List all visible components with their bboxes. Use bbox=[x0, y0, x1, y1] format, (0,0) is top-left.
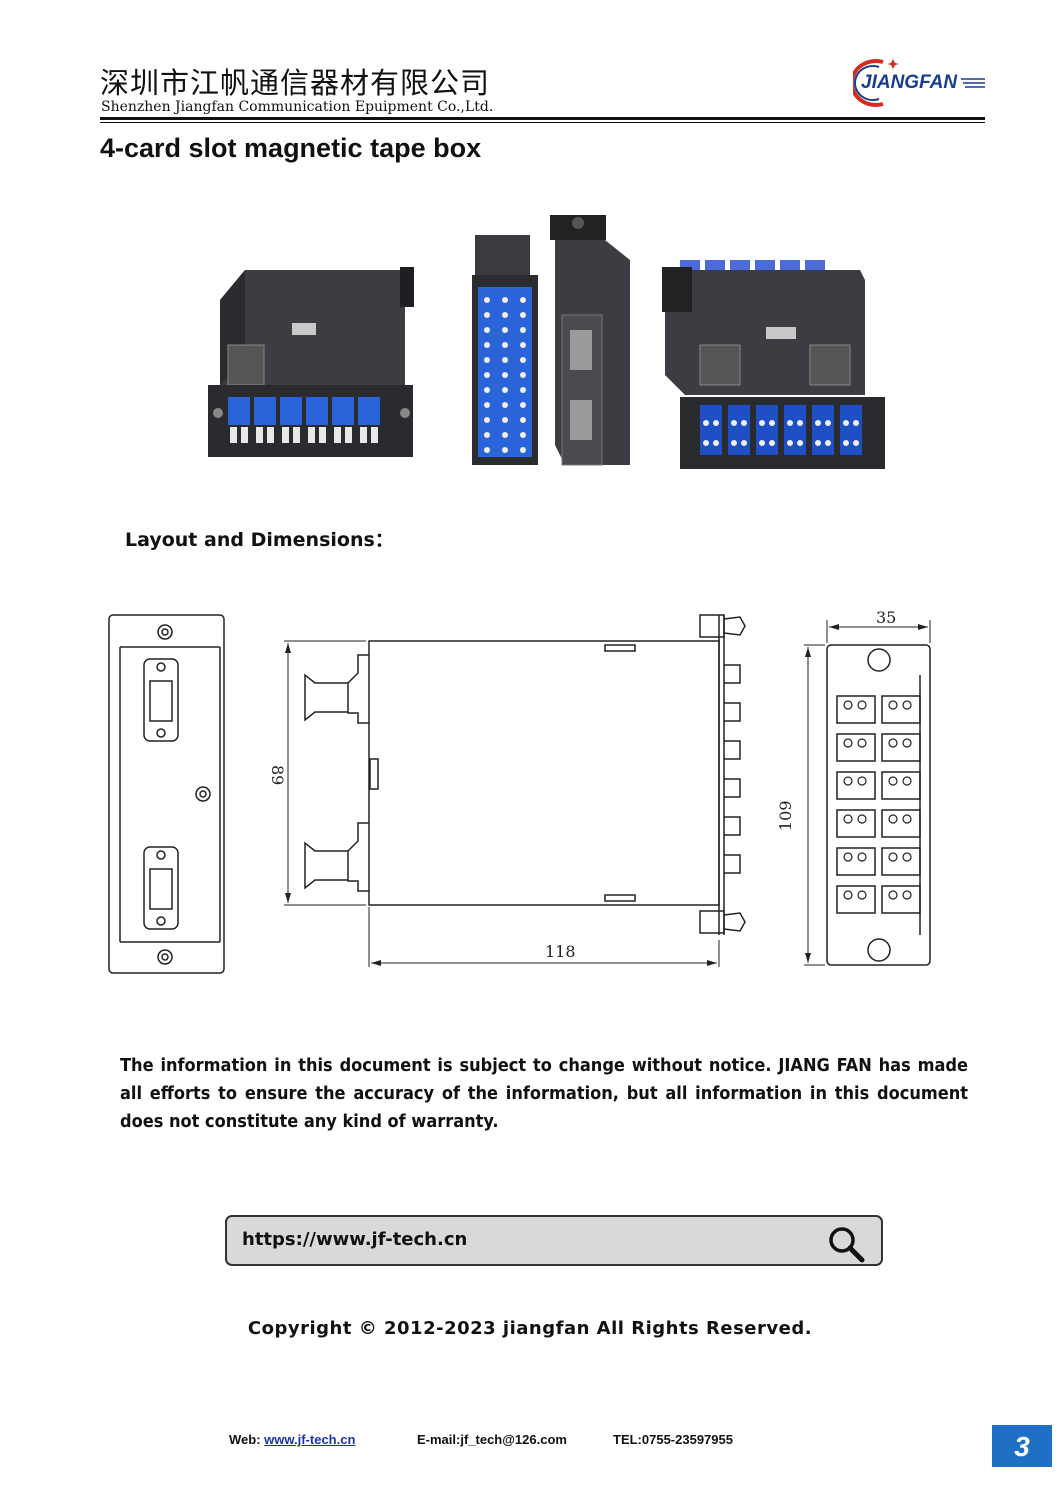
product-photos bbox=[208, 215, 885, 469]
drawing-rear-view bbox=[108, 614, 225, 974]
copyright-notice: Copyright © 2012-2023 jiangfan All Right… bbox=[247, 1318, 813, 1339]
footer-email: E-mail:jf_tech@126.com bbox=[417, 1432, 567, 1447]
footer-web-label: Web: bbox=[229, 1432, 265, 1447]
dim-side-length: 118 bbox=[545, 942, 576, 961]
header-rule bbox=[100, 117, 985, 120]
footer-web: Web: www.jf-tech.cn bbox=[229, 1432, 355, 1447]
jiangfan-logo: JIANGFAN bbox=[853, 59, 985, 107]
dim-front-height: 109 bbox=[776, 800, 795, 831]
section-heading-layout: Layout and Dimensions： bbox=[125, 529, 394, 551]
page-number-badge: 3 bbox=[992, 1425, 1052, 1467]
search-icon[interactable] bbox=[827, 1225, 865, 1263]
page-title: 4-card slot magnetic tape box bbox=[100, 133, 482, 163]
footer-tel: TEL:0755-23597955 bbox=[613, 1432, 733, 1447]
adapter-grid bbox=[484, 297, 526, 453]
logo-text: JIANGFAN bbox=[861, 72, 958, 93]
website-search-bar[interactable]: https://www.jf-tech.cn bbox=[225, 1215, 883, 1266]
product-photo-rear bbox=[662, 260, 885, 469]
drawing-front-view: 35 109 bbox=[776, 608, 931, 966]
front-view-adapter-grid bbox=[836, 695, 921, 914]
disclaimer-text: The information in this document is subj… bbox=[120, 1055, 968, 1132]
company-name-english: Shenzhen Jiangfan Communication Epuipmen… bbox=[101, 99, 494, 115]
side-view-adapters bbox=[699, 614, 746, 934]
search-url-text: https://www.jf-tech.cn bbox=[242, 1229, 468, 1250]
company-name-chinese: 深圳市江帆通信器材有限公司 bbox=[100, 66, 491, 100]
product-photo-front bbox=[208, 267, 414, 457]
product-photo-panel bbox=[472, 235, 538, 465]
dim-side-height: 89 bbox=[268, 765, 287, 785]
technical-drawings: 89 118 bbox=[108, 608, 931, 974]
product-photo-side bbox=[550, 215, 630, 466]
dim-front-width: 35 bbox=[876, 608, 896, 627]
header-rule-thin bbox=[100, 122, 985, 123]
footer-web-link[interactable]: www.jf-tech.cn bbox=[264, 1432, 356, 1447]
drawing-side-view: 89 118 bbox=[268, 614, 746, 967]
